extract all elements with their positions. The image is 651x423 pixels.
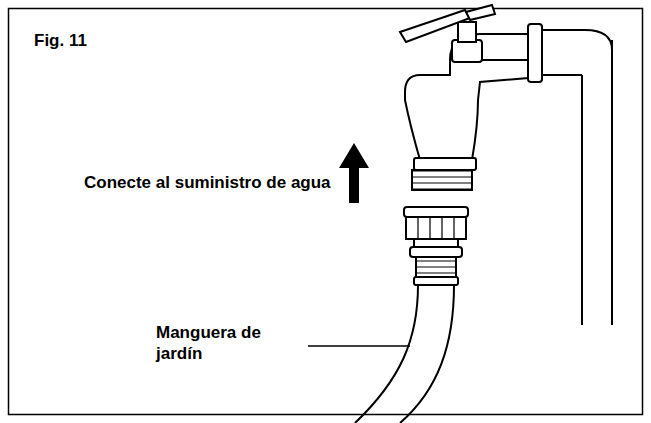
connect-arrow xyxy=(339,143,369,203)
instruction-label: Conecte al suministro de agua xyxy=(84,172,334,193)
part-label: Manguera de jardín xyxy=(156,322,301,364)
garden-hose xyxy=(355,285,454,423)
frame xyxy=(9,9,643,415)
faucet xyxy=(400,5,612,325)
leader-line xyxy=(308,345,410,347)
hose-coupling xyxy=(404,207,468,285)
figure-title: Fig. 11 xyxy=(34,30,87,51)
